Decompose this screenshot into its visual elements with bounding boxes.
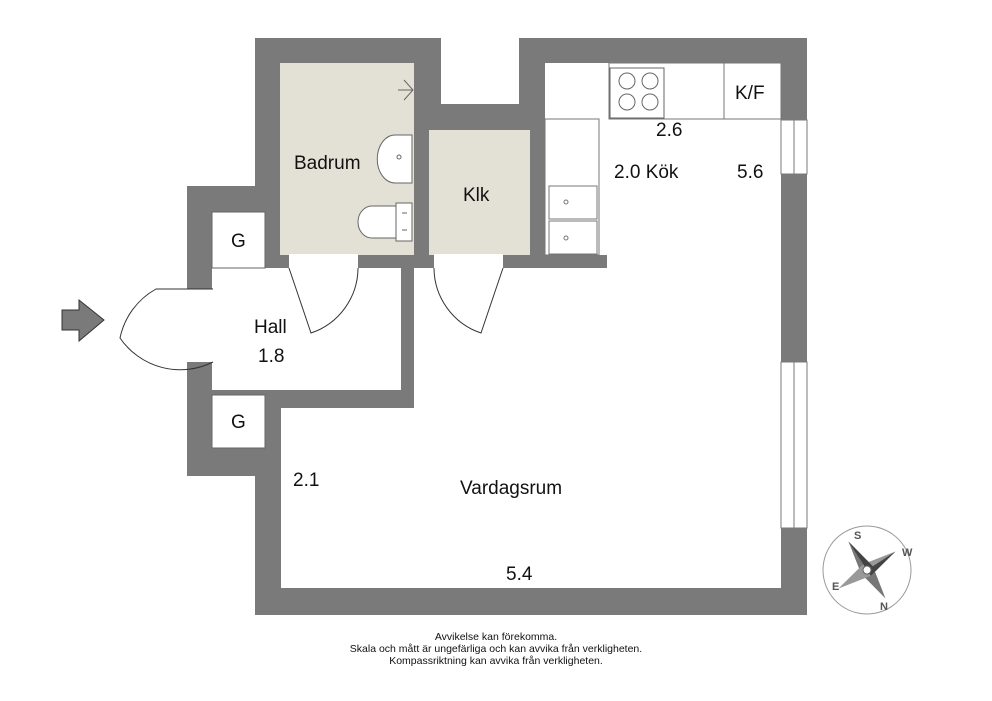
windows	[780, 119, 808, 529]
vent-icon	[398, 79, 414, 101]
bathroom-door	[288, 267, 359, 334]
compass-rose-icon	[822, 525, 912, 615]
door-openings	[289, 254, 503, 269]
dimension-right-height: 5.6	[737, 162, 763, 183]
room-label-kitchen: 2.0 Kök	[614, 162, 679, 183]
entrance-arrow-icon	[61, 298, 105, 343]
room-label-bathroom: Badrum	[294, 153, 361, 174]
dimension-left-height: 2.1	[293, 470, 319, 491]
toilet-icon	[357, 202, 413, 242]
compass-letter-w: W	[902, 547, 913, 559]
closet-door	[433, 267, 504, 334]
fridge-freezer-label: K/F	[735, 83, 765, 104]
floors	[212, 63, 781, 588]
room-label-living: Vardagsrum	[460, 478, 562, 499]
room-label-hall: Hall	[254, 317, 287, 338]
closet-floor	[429, 130, 530, 255]
compass-letter-s: S	[854, 530, 861, 542]
compass-letter-n: N	[880, 601, 888, 613]
wardrobes	[211, 211, 266, 449]
disclaimer-line-3: Kompassriktning kan avvika från verkligh…	[389, 655, 603, 667]
compass-letter-e: E	[832, 581, 839, 593]
entrance-door	[119, 288, 214, 371]
disclaimer-line-1: Avvikelse kan förekomma.	[434, 631, 558, 643]
wardrobe-label-bottom: G	[231, 412, 246, 433]
sink-icon	[376, 134, 413, 184]
disclaimer-line-2: Skala och mått är ungefärliga och kan av…	[349, 643, 643, 655]
hall-height-label: 1.8	[258, 346, 284, 367]
entrance-opening	[186, 289, 213, 362]
room-label-closet: Klk	[463, 185, 490, 206]
dimension-kitchen-width: 2.6	[656, 120, 682, 141]
doors	[119, 267, 504, 371]
wardrobe-label-top: G	[231, 231, 246, 252]
dimension-living-width: 5.4	[506, 564, 533, 585]
hob-icon	[609, 67, 665, 119]
